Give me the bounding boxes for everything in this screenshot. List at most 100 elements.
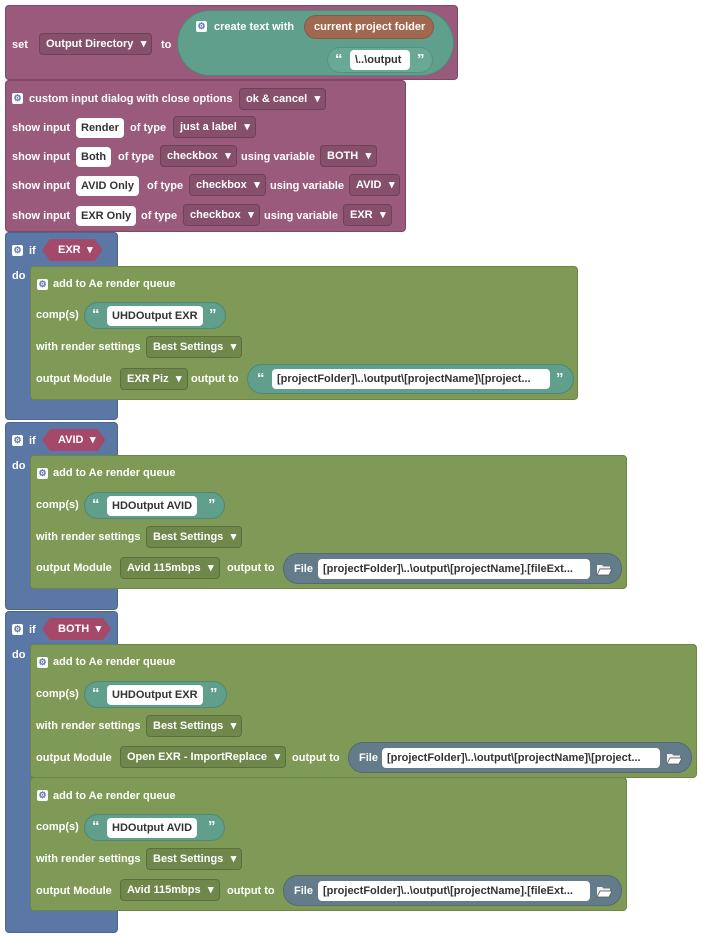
render-settings-label: with render settings [36,720,141,732]
input-name-field[interactable]: Render [76,118,124,138]
render-settings-label: with render settings [36,531,141,543]
file-path-field[interactable]: [projectFolder]\..\output\[projectName].… [318,559,590,579]
add-to-queue-label: add to Ae render queue [53,656,176,668]
output-module-dropdown[interactable]: EXR Piz [120,368,188,390]
comp-text-block[interactable]: “ UHDOutput EXR ” [84,302,226,329]
file-path-block[interactable]: File [projectFolder]\..\output\[projectN… [283,553,622,584]
file-path-block[interactable]: File [projectFolder]\..\output\[projectN… [283,875,622,906]
input-type-dropdown[interactable]: checkbox [160,145,237,167]
ae-render-queue-block[interactable]: ⚙ add to Ae render queue comp(s) “ UHDOu… [30,644,697,778]
using-variable-label: using variable [270,180,344,192]
output-module-dropdown[interactable]: Avid 115mbps [120,557,220,579]
render-settings-dropdown[interactable]: Best Settings [146,848,243,870]
variable-dropdown[interactable]: Output Directory [39,33,153,55]
input-name-field[interactable]: Both [76,147,112,167]
input-name-field[interactable]: AVID Only [76,176,139,196]
variable-dropdown[interactable]: AVID [349,174,401,196]
output-to-label: output to [191,373,239,385]
comp-name-field[interactable]: UHDOutput EXR [107,685,203,705]
file-label: File [294,885,313,897]
open-quote-icon: “ [92,818,100,835]
file-path-field[interactable]: [projectFolder]\..\output\[projectName].… [318,881,590,901]
do-label: do [12,270,26,282]
add-to-queue-label: add to Ae render queue [53,467,176,479]
custom-input-dialog-block[interactable]: ⚙ custom input dialog with close options… [5,80,406,232]
input-type-dropdown[interactable]: just a label [173,116,256,138]
add-to-queue-label: add to Ae render queue [53,278,176,290]
comps-label: comp(s) [36,821,79,833]
show-input-label: show input [12,151,71,163]
set-label: set [12,39,28,51]
comp-name-field[interactable]: HDOutput AVID [107,496,198,516]
output-path-text-block[interactable]: “ [projectFolder]\..\output\[projectName… [247,364,574,394]
ae-render-queue-block[interactable]: ⚙ add to Ae render queue comp(s) “ HDOut… [30,777,627,911]
if-label: if [29,624,36,636]
open-quote-icon: “ [257,370,265,387]
ae-render-queue-block[interactable]: ⚙ add to Ae render queue comp(s) “ UHDOu… [30,266,578,400]
gear-icon[interactable]: ⚙ [37,657,48,668]
show-input-label: show input [12,122,71,134]
output-module-label: output Module [36,562,112,574]
comp-name-field[interactable]: UHDOutput EXR [107,306,203,326]
show-input-label: show input [12,180,71,192]
condition-variable[interactable]: EXR [42,239,103,261]
output-module-label: output Module [36,885,112,897]
file-path-field[interactable]: [projectFolder]\..\output\[projectName]\… [382,748,660,768]
folder-open-icon[interactable] [666,752,682,765]
variable-dropdown[interactable]: BOTH [320,145,378,167]
create-text-block[interactable]: ⚙ create text with current project folde… [177,10,454,76]
open-quote-icon: “ [335,51,343,68]
output-text-field[interactable]: \..\output [350,50,410,70]
open-quote-icon: “ [92,496,100,513]
gear-icon[interactable]: ⚙ [12,435,23,446]
input-type-dropdown[interactable]: checkbox [183,204,260,226]
ae-render-queue-block[interactable]: ⚙ add to Ae render queue comp(s) “ HDOut… [30,455,627,589]
gear-icon[interactable]: ⚙ [37,468,48,479]
gear-icon[interactable]: ⚙ [12,624,23,635]
comps-label: comp(s) [36,309,79,321]
comp-text-block[interactable]: “ HDOutput AVID ” [84,814,225,841]
close-quote-icon: ” [556,370,564,387]
output-text-block[interactable]: “ \..\output ” [327,47,433,73]
folder-open-icon[interactable] [596,885,612,898]
output-module-dropdown[interactable]: Open EXR - ImportReplace [120,746,286,768]
output-module-label: output Module [36,752,112,764]
gear-icon[interactable]: ⚙ [37,279,48,290]
render-settings-dropdown[interactable]: Best Settings [146,336,243,358]
create-text-label: create text with [214,21,295,33]
condition-variable[interactable]: BOTH [42,618,111,640]
do-label: do [12,649,26,661]
add-to-queue-label: add to Ae render queue [53,790,176,802]
close-options-dropdown[interactable]: ok & cancel [239,88,327,110]
render-settings-dropdown[interactable]: Best Settings [146,715,243,737]
open-quote-icon: “ [92,685,100,702]
input-name-field[interactable]: EXR Only [76,206,137,226]
comp-name-field[interactable]: HDOutput AVID [107,818,198,838]
output-path-field[interactable]: [projectFolder]\..\output\[projectName]\… [272,369,550,389]
close-quote-icon: ” [210,685,218,702]
file-label: File [359,752,378,764]
current-project-folder-block[interactable]: current project folder [304,15,434,39]
comps-label: comp(s) [36,688,79,700]
condition-variable[interactable]: AVID [42,429,105,451]
show-input-label: show input [12,210,71,222]
to-label: to [161,39,172,51]
gear-icon[interactable]: ⚙ [12,93,23,104]
render-settings-dropdown[interactable]: Best Settings [146,526,243,548]
gear-icon[interactable]: ⚙ [37,790,48,801]
gear-icon[interactable]: ⚙ [12,245,23,256]
output-to-label: output to [227,562,275,574]
output-to-label: output to [292,752,340,764]
using-variable-label: using variable [264,210,338,222]
comp-text-block[interactable]: “ HDOutput AVID ” [84,492,225,519]
file-path-block[interactable]: File [projectFolder]\..\output\[projectN… [348,742,692,773]
variable-dropdown[interactable]: EXR [343,204,392,226]
input-type-dropdown[interactable]: checkbox [189,174,266,196]
close-quote-icon: ” [417,51,425,68]
set-variable-block[interactable]: set Output Directory to ⚙ create text wi… [5,5,458,80]
output-module-dropdown[interactable]: Avid 115mbps [120,879,220,901]
folder-open-icon[interactable] [596,563,612,576]
comp-text-block[interactable]: “ UHDOutput EXR ” [84,681,227,708]
gear-icon[interactable]: ⚙ [196,21,207,32]
using-variable-label: using variable [241,151,315,163]
